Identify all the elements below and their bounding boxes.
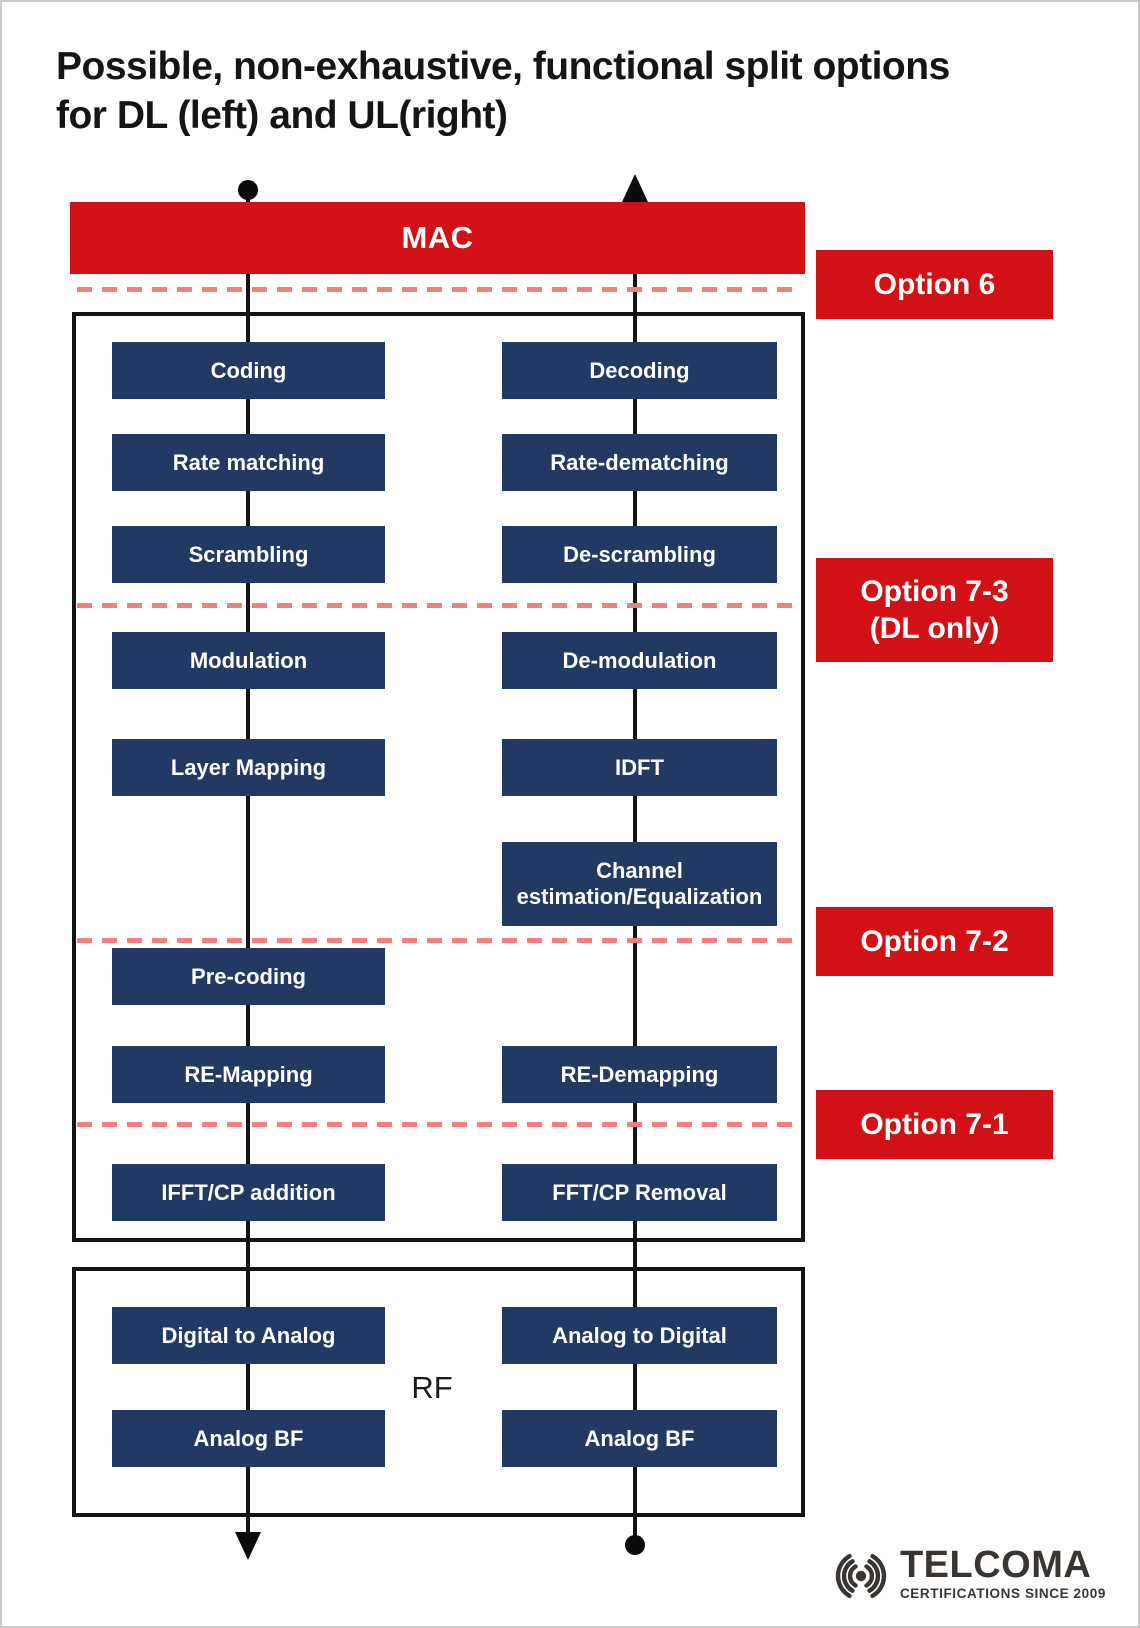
ul-box-decoding-label: Decoding: [589, 357, 690, 383]
dl-box-coding-label: Coding: [210, 357, 287, 383]
ul-box-analog-bf: Analog BF: [502, 1410, 777, 1467]
option-7-2-split-line: [77, 938, 797, 943]
dl-box-layer-mapping: Layer Mapping: [112, 739, 385, 796]
telcoma-logo-tagline: CERTIFICATIONS SINCE 2009: [899, 1586, 1106, 1601]
signal-waves-icon: [835, 1553, 887, 1599]
dl-box-re-mapping: RE-Mapping: [112, 1046, 385, 1103]
option-7-3-tag-label: Option 7-3: [860, 575, 1009, 608]
mac-label: MAC: [401, 220, 474, 255]
option-7-3-tag: Option 7-3 (DL only): [816, 558, 1053, 662]
ul-box-de-modulation-label: De-modulation: [562, 647, 717, 673]
ul-box-rate-dematching: Rate-dematching: [502, 434, 777, 491]
page-title-line-1: Possible, non-exhaustive, functional spl…: [56, 45, 950, 88]
ul-box-fft-cp-removal-label: FFT/CP Removal: [552, 1179, 727, 1205]
uplink-arrowhead-icon: [622, 174, 648, 202]
dl-box-modulation-label: Modulation: [189, 647, 308, 673]
dl-box-re-mapping-label: RE-Mapping: [184, 1061, 313, 1087]
telcoma-logo: TELCOMA CERTIFICATIONS SINCE 2009: [826, 1546, 1106, 1602]
option-6-tag: Option 6: [816, 250, 1053, 319]
dl-box-scrambling: Scrambling: [112, 526, 385, 583]
rf-container-outline: [72, 1267, 805, 1517]
dl-box-ifft-cp-addition-label: IFFT/CP addition: [161, 1179, 336, 1205]
dl-box-modulation: Modulation: [112, 632, 385, 689]
ul-box-de-modulation: De-modulation: [502, 632, 777, 689]
option-7-3-tag-sublabel: (DL only): [869, 612, 1000, 645]
dl-box-digital-to-analog-label: Digital to Analog: [161, 1322, 336, 1348]
downlink-start-dot: [238, 180, 258, 200]
ul-box-channel-estimation-equalization: Channel estimation/Equalization: [502, 842, 777, 926]
phy-container-outline: [72, 312, 805, 1242]
ul-box-channel-estimation-label: Channel estimation/Equalization: [516, 858, 763, 909]
dl-box-analog-bf-label: Analog BF: [193, 1425, 304, 1451]
telcoma-logo-name: TELCOMA: [899, 1544, 1092, 1586]
downlink-flow-line: [246, 192, 250, 1538]
ul-box-re-demapping: RE-Demapping: [502, 1046, 777, 1103]
option-7-2-tag: Option 7-2: [816, 907, 1053, 976]
mac-layer-bar: MAC: [70, 202, 805, 274]
dl-box-ifft-cp-addition: IFFT/CP addition: [112, 1164, 385, 1221]
dl-box-rate-matching: Rate matching: [112, 434, 385, 491]
option-6-tag-label: Option 6: [873, 268, 996, 301]
downlink-arrowhead-icon: [235, 1532, 261, 1560]
option-7-1-tag-label: Option 7-1: [860, 1108, 1009, 1141]
ul-box-analog-to-digital-label: Analog to Digital: [552, 1322, 727, 1348]
ul-box-de-scrambling: De-scrambling: [502, 526, 777, 583]
ul-box-de-scrambling-label: De-scrambling: [563, 541, 716, 567]
option-7-1-tag: Option 7-1: [816, 1090, 1053, 1159]
ul-box-decoding: Decoding: [502, 342, 777, 399]
dl-box-layer-mapping-label: Layer Mapping: [170, 754, 327, 780]
dl-box-analog-bf: Analog BF: [112, 1410, 385, 1467]
option-7-2-tag-label: Option 7-2: [860, 925, 1009, 958]
ul-box-rate-dematching-label: Rate-dematching: [550, 449, 729, 475]
dl-box-coding: Coding: [112, 342, 385, 399]
option-6-split-line: [77, 287, 797, 292]
dl-box-scrambling-label: Scrambling: [188, 541, 309, 567]
ul-box-idft: IDFT: [502, 739, 777, 796]
dl-box-pre-coding-label: Pre-coding: [191, 963, 306, 989]
ul-box-re-demapping-label: RE-Demapping: [560, 1061, 719, 1087]
ul-box-analog-bf-label: Analog BF: [584, 1425, 695, 1451]
rf-section-label: RF: [411, 1370, 453, 1405]
option-7-1-split-line: [77, 1122, 797, 1127]
page-title-line-2: for DL (left) and UL(right): [56, 94, 508, 137]
uplink-start-dot: [625, 1535, 645, 1555]
dl-box-digital-to-analog: Digital to Analog: [112, 1307, 385, 1364]
dl-box-rate-matching-label: Rate matching: [172, 449, 325, 475]
ul-box-analog-to-digital: Analog to Digital: [502, 1307, 777, 1364]
dl-box-pre-coding: Pre-coding: [112, 948, 385, 1005]
ul-box-idft-label: IDFT: [615, 754, 664, 780]
page-title: Possible, non-exhaustive, functional spl…: [56, 42, 1056, 140]
option-7-3-split-line: [77, 603, 797, 608]
telcoma-logo-text: TELCOMA CERTIFICATIONS SINCE 2009: [900, 1546, 1106, 1601]
ul-box-fft-cp-removal: FFT/CP Removal: [502, 1164, 777, 1221]
